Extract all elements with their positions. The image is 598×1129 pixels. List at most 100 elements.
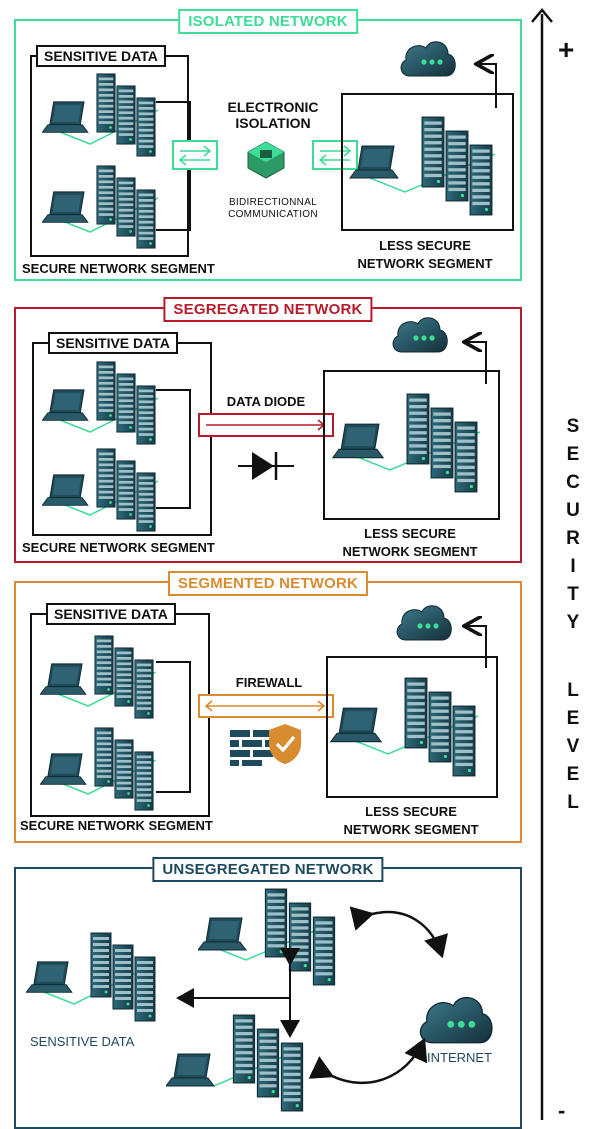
segregated-network-panel: SEGREGATED NETWORK [14, 297, 522, 563]
caption-line: LESS SECURE [379, 238, 471, 253]
caption-line: NETWORK SEGMENT [357, 256, 493, 271]
laptop-icon [40, 753, 87, 785]
axis-letter: E [566, 708, 580, 729]
data-diode-label: DATA DIODE [226, 394, 306, 409]
server-rack-icon [404, 677, 428, 749]
internet-caption: INTERNET [427, 1050, 492, 1065]
axis-letter: U [566, 500, 580, 521]
caption-line: NETWORK SEGMENT [342, 544, 478, 559]
server-rack-icon [264, 888, 288, 958]
sensitive-data-tag: SENSITIVE DATA [36, 45, 166, 67]
firewall-link [198, 694, 334, 718]
data-diode-link [198, 413, 334, 437]
server-rack-icon [116, 460, 136, 520]
bidirectional-label: BIDIRECTIONNAL COMMUNICATION [212, 197, 334, 221]
electronic-isolation-label: ELECTRONIC ISOLATION [218, 99, 328, 131]
bottom-devices [166, 1014, 304, 1112]
secure-devices [40, 635, 157, 811]
axis-letter: E [566, 444, 580, 465]
secure-devices [42, 73, 159, 249]
laptop-icon [40, 663, 87, 695]
shield-check-icon [269, 724, 301, 764]
bidirectional-arrows-left [172, 140, 218, 170]
server-rack-icon [94, 727, 114, 787]
security-axis [531, 8, 553, 1120]
axis-letter: V [566, 736, 580, 757]
chip-icon [247, 141, 285, 179]
label-line: ISOLATION [235, 115, 311, 131]
axis-letter: C [566, 472, 580, 493]
server-rack-icon [280, 1042, 304, 1112]
secure-devices [42, 361, 159, 532]
sensitive-data-caption: SENSITIVE DATA [30, 1034, 135, 1049]
laptop-icon [42, 101, 89, 133]
label-line: ELECTRONIC [227, 99, 319, 115]
secure-segment-box: SENSITIVE DATA [32, 332, 212, 536]
panel-title: SEGMENTED NETWORK [167, 571, 369, 596]
laptop-icon [166, 1053, 215, 1087]
connector-lines [156, 661, 191, 793]
panel-title: ISOLATED NETWORK [178, 9, 358, 34]
panel-title: UNSEGREGATED NETWORK [152, 857, 384, 882]
axis-letter: E [566, 764, 580, 785]
secure-segment-caption: SECURE NETWORK SEGMENT [22, 540, 215, 555]
less-secure-box [326, 656, 498, 798]
laptop-icon [26, 961, 73, 993]
less-secure-caption: LESS SECURE NETWORK SEGMENT [335, 525, 485, 561]
secure-segment-caption: SECURE NETWORK SEGMENT [22, 261, 215, 276]
less-secure-box [341, 93, 514, 231]
server-rack-icon [134, 956, 156, 1022]
server-rack-icon [452, 705, 476, 777]
axis-letter: L [567, 792, 579, 813]
server-rack-icon [96, 73, 116, 133]
internet-link-top [349, 906, 448, 959]
server-rack-icon [406, 393, 430, 465]
connector-lines [156, 101, 191, 231]
cloud-icon [396, 605, 452, 641]
server-rack-icon [94, 635, 114, 695]
hub-connections [176, 948, 300, 1038]
server-rack-icon [96, 361, 116, 421]
caption-line: LESS SECURE [365, 804, 457, 819]
axis-letter: S [566, 416, 580, 437]
less-secure-devices [332, 393, 481, 493]
caption-line: LESS SECURE [364, 526, 456, 541]
server-rack-icon [116, 85, 136, 145]
server-rack-icon [96, 448, 116, 508]
laptop-icon [330, 707, 382, 743]
caption-line: NETWORK SEGMENT [343, 822, 479, 837]
server-rack-icon [114, 647, 134, 707]
sensitive-data-tag: SENSITIVE DATA [46, 603, 176, 625]
connector-lines [156, 389, 191, 509]
axis-letter: L [567, 680, 579, 701]
internet-link-bottom [308, 1037, 428, 1084]
label-line: BIDIRECTIONNAL [228, 197, 318, 208]
server-rack-icon [454, 421, 478, 493]
secure-segment-box: SENSITIVE DATA [30, 603, 210, 817]
less-secure-devices [349, 116, 496, 216]
server-rack-icon [90, 932, 112, 998]
less-secure-caption: LESS SECURE NETWORK SEGMENT [336, 803, 486, 839]
internet-uplink-arrow [460, 612, 487, 668]
laptop-icon [332, 423, 384, 459]
cloud-icon [400, 41, 456, 77]
less-secure-devices [330, 677, 479, 777]
axis-letter: I [570, 556, 576, 577]
secure-segment-caption: SECURE NETWORK SEGMENT [20, 818, 213, 833]
firewall-label: FIREWALL [235, 675, 303, 690]
server-rack-icon [112, 944, 134, 1010]
laptop-icon [198, 917, 247, 951]
server-rack-icon [312, 916, 336, 986]
server-rack-icon [114, 739, 134, 799]
axis-letter: R [566, 528, 580, 549]
axis-minus: - [558, 1098, 566, 1123]
cloud-icon [392, 317, 448, 353]
server-rack-icon [430, 407, 454, 479]
laptop-icon [42, 474, 89, 506]
server-rack-icon [116, 373, 136, 433]
sensitive-data-tag: SENSITIVE DATA [48, 332, 178, 354]
axis-letter: T [567, 584, 579, 605]
top-devices [198, 888, 336, 986]
server-rack-icon [428, 691, 452, 763]
less-secure-box [323, 370, 500, 520]
